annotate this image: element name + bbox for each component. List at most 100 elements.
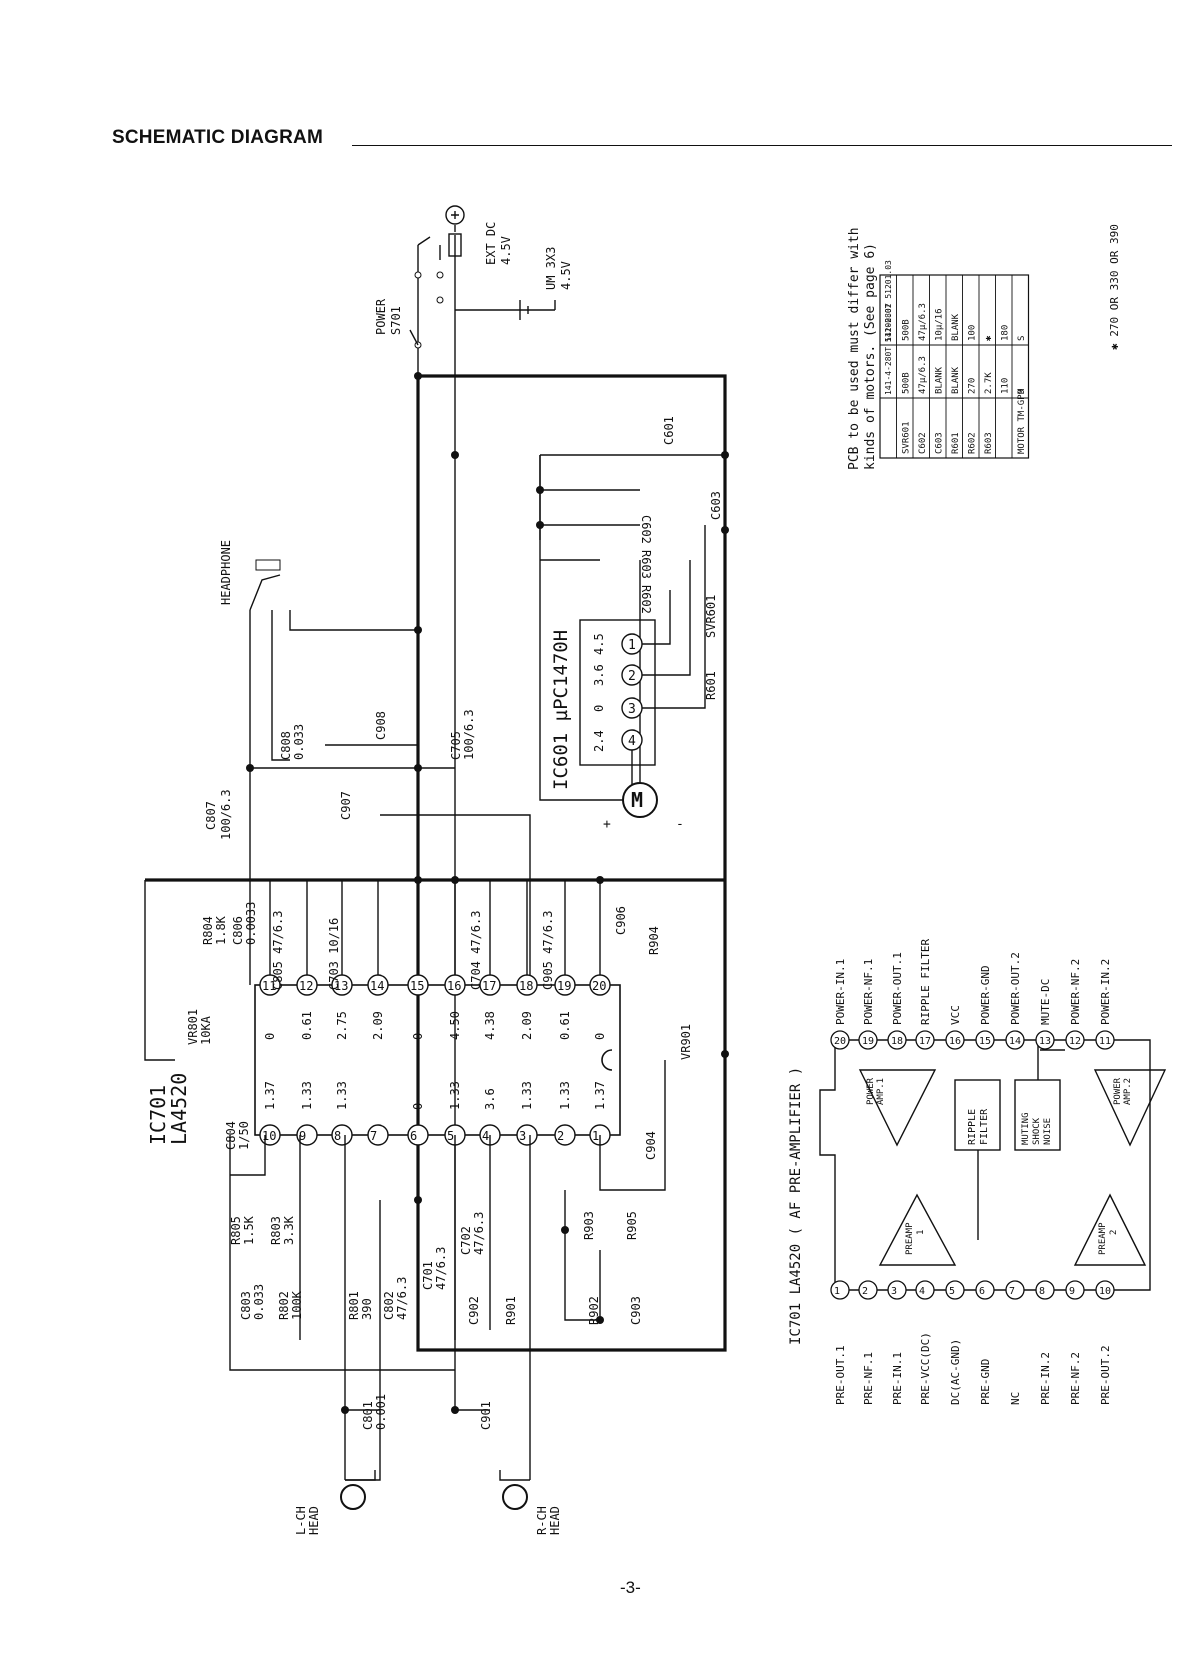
pcb-table-cell: 180 <box>1001 325 1011 341</box>
block-pin-1-number: 1 <box>834 1286 840 1297</box>
ic701-pin-1-voltage: 1.37 <box>593 1081 607 1110</box>
c702-label-1: C702 <box>459 1226 473 1255</box>
preamp-2-label: PREAMP <box>1098 1222 1108 1255</box>
block-pin-16 <box>945 1030 965 1050</box>
block-pin-14 <box>1005 1030 1025 1050</box>
ic701-pin-3 <box>516 1124 538 1146</box>
c803-label-1: C803 <box>239 1291 253 1320</box>
page-title: SCHEMATIC DIAGRAM <box>112 127 323 148</box>
preamp-1-label: PREAMP <box>905 1222 915 1255</box>
block-pin-1-label: PRE-OUT.1 <box>834 1345 847 1405</box>
ic701-pin-14-voltage: 2.09 <box>371 1011 385 1040</box>
ic701-pin-11-voltage: 0 <box>263 1033 277 1040</box>
page-number: -3- <box>620 1578 641 1597</box>
pcb-table-cell: R602 <box>968 432 978 454</box>
muting-label: MUTING <box>1021 1112 1031 1145</box>
c905-label: C905 47/6.3 <box>541 911 555 990</box>
ic701-pin-10-number: 10 <box>262 1129 276 1143</box>
block-pin-9 <box>1065 1280 1085 1300</box>
ripple-filter-label-2: FILTER <box>979 1108 990 1145</box>
power-amp-2-label: POWER <box>1113 1077 1123 1105</box>
c601-label: C601 <box>662 416 676 445</box>
block-pin-3-number: 3 <box>891 1286 897 1297</box>
pcb-table-frame <box>879 274 1030 459</box>
title-rule <box>352 145 1172 146</box>
block-pin-1 <box>830 1280 850 1300</box>
c807-label-1: C807 <box>204 801 218 830</box>
r803-label-2: 3.3K <box>282 1215 296 1245</box>
block-pin-4-number: 4 <box>919 1286 925 1297</box>
c803-label-2: 0.033 <box>252 1284 266 1320</box>
c705-label-2: 100/6.3 <box>462 709 476 760</box>
vr901-label: VR901 <box>679 1024 693 1060</box>
block-pin-13 <box>1035 1030 1055 1050</box>
c801-label-2: 0.001 <box>374 1394 388 1430</box>
ic601-v-1: 4.5 <box>592 633 606 655</box>
ripple-filter-label: RIPPLE <box>967 1109 978 1145</box>
ic701-pin-14-number: 14 <box>370 979 384 993</box>
motor-label: M <box>631 788 643 812</box>
battery-label-2: 4.5V <box>559 261 573 290</box>
c808-label-2: 0.033 <box>292 724 306 760</box>
power-supply-wires <box>409 205 727 1410</box>
l-head-label-2: HEAD <box>307 1506 321 1535</box>
r-head-label-2: HEAD <box>548 1506 562 1535</box>
c705-label-1: C705 <box>449 731 463 760</box>
r802-label-2: 100K <box>290 1290 304 1320</box>
c807-label-2: 100/6.3 <box>219 789 233 840</box>
vr801-label-2: 10KA <box>199 1015 213 1045</box>
r903-label: R903 <box>582 1211 596 1240</box>
motor-plus: + <box>603 817 611 832</box>
c902-label: C902 <box>467 1296 481 1325</box>
pcb-table-header: 141-280T 51201.03 <box>884 260 893 342</box>
junction-dots <box>246 372 729 1414</box>
block-pin-4-label: PRE-VCC(DC) <box>919 1332 932 1405</box>
c801-label-1: C801 <box>361 1401 375 1430</box>
power-amp-1-label: POWER <box>866 1077 876 1105</box>
motor-icon <box>622 782 658 818</box>
ic701-pin-5-voltage: 1.33 <box>448 1081 462 1110</box>
pcb-table-footnote: ✱ 270 OR 330 OR 390 <box>1108 224 1121 350</box>
l-head-label-1: L-CH <box>294 1506 308 1535</box>
block-pin-15-label: POWER-GND <box>979 965 992 1025</box>
block-pin-7 <box>1005 1280 1025 1300</box>
ic701-pin-7-number: 7 <box>370 1129 377 1143</box>
c806-label-1: C806 <box>231 916 245 945</box>
pcb-table-cell: R601 <box>951 432 961 454</box>
c804-label-2: 1/50 <box>237 1121 251 1150</box>
ic701-pin-12-number: 12 <box>299 979 313 993</box>
pcb-note-line-1: PCB to be used must differ with <box>847 227 862 470</box>
c904-label: C904 <box>644 1131 658 1160</box>
block-pin-12-label: POWER-NF.2 <box>1069 959 1082 1025</box>
preamp-2-label-2: 2 <box>1109 1230 1119 1235</box>
block-pin-5-label: DC(AC-GND) <box>949 1339 962 1405</box>
r603-label: R603 <box>639 550 653 579</box>
c805-label: C805 47/6.3 <box>271 911 285 990</box>
c804-label-1: C804 <box>224 1121 238 1150</box>
block-pin-8 <box>1035 1280 1055 1300</box>
pcb-table-cell: 500B <box>902 319 912 341</box>
ic701-pin-6-number: 6 <box>410 1129 417 1143</box>
pcb-table-cell: 110 <box>1001 378 1011 394</box>
pcb-table-cell: 270 <box>968 378 978 394</box>
block-pin-19-number: 19 <box>862 1036 874 1047</box>
ic701-pin-3-voltage: 1.33 <box>520 1081 534 1110</box>
ic701-pin-18-number: 18 <box>519 979 533 993</box>
ic701-pin-9-voltage: 1.33 <box>300 1081 314 1110</box>
ic601-v-2: 3.6 <box>592 664 606 686</box>
ic701-pin-12-voltage: 0.61 <box>300 1011 314 1040</box>
c907-label: C907 <box>339 791 353 820</box>
ic701-pin-20-number: 20 <box>592 979 606 993</box>
vr801-label-1: VR801 <box>186 1009 200 1045</box>
r-head-label-1: R-CH <box>535 1506 549 1535</box>
r905-label: R905 <box>625 1211 639 1240</box>
input-wires <box>229 1060 666 1481</box>
ic701-pin-2 <box>554 1124 576 1146</box>
pcb-table-cell: M <box>1017 388 1027 394</box>
svr601-label: SVR601 <box>704 595 718 638</box>
pcb-table-cell: BLANK <box>951 313 961 341</box>
block-pin-6 <box>975 1280 995 1300</box>
pcb-table-cell: BLANK <box>935 366 945 394</box>
